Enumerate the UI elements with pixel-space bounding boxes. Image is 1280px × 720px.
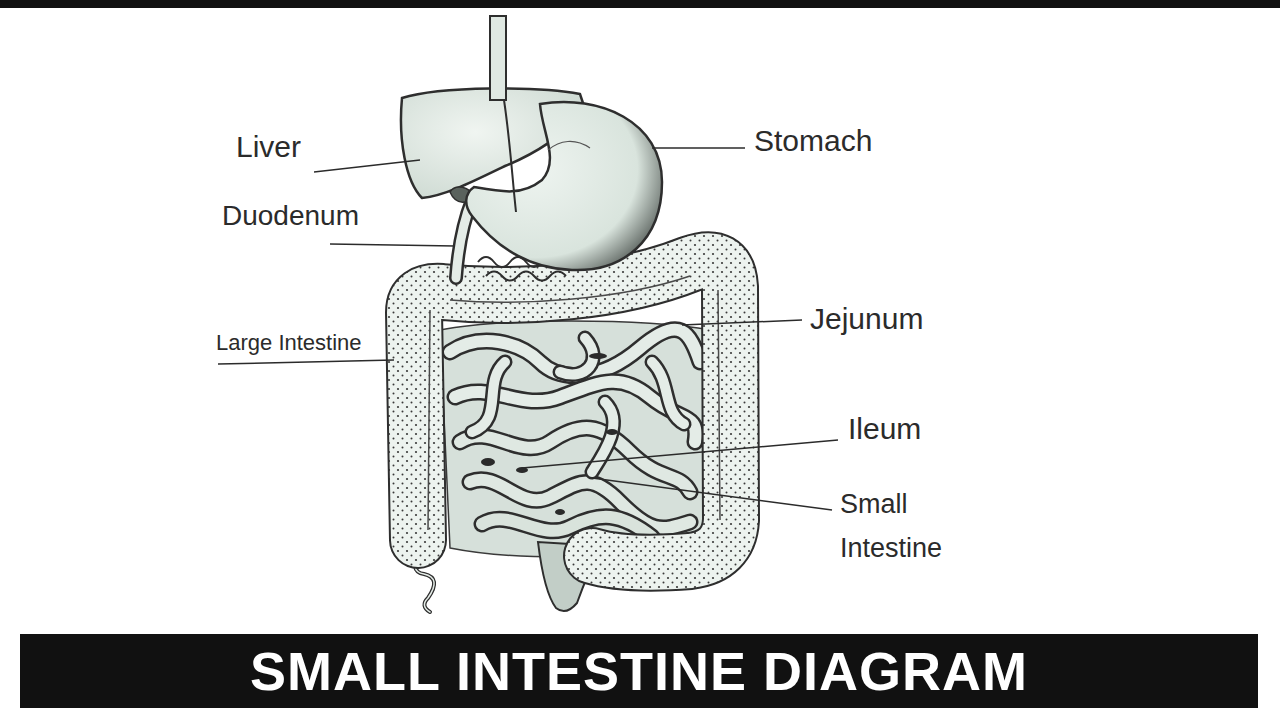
coil-outline xyxy=(652,362,684,424)
part-label: Small Intestine xyxy=(840,482,980,570)
colon-band xyxy=(450,276,690,302)
colon-band xyxy=(428,310,430,530)
leader-line xyxy=(314,160,420,172)
coil-fill xyxy=(472,362,505,432)
banner-title: SMALL INTESTINE DIAGRAM xyxy=(250,640,1028,702)
cavity xyxy=(555,509,565,515)
cavity xyxy=(589,353,607,359)
leader-line xyxy=(652,147,745,149)
colon-outline xyxy=(414,260,731,563)
top-bar xyxy=(0,0,1280,8)
leader-line xyxy=(218,360,394,364)
leader-line xyxy=(682,320,802,325)
coil-cavities xyxy=(481,353,618,515)
leader-line xyxy=(522,440,838,468)
liver-lobe-line xyxy=(504,100,516,212)
intestine-coils xyxy=(450,330,700,537)
coil-fill xyxy=(652,362,684,424)
colon-band xyxy=(718,290,720,520)
leader-line xyxy=(592,478,832,510)
esophagus xyxy=(490,16,506,100)
title-banner xyxy=(20,634,1258,708)
stomach xyxy=(466,102,662,270)
leader-lines xyxy=(218,148,838,510)
colon-bands xyxy=(428,276,720,530)
part-label: Stomach xyxy=(754,124,872,159)
part-label: Duodenum xyxy=(222,200,359,232)
leader-line xyxy=(330,244,455,246)
cavity xyxy=(481,458,495,466)
stomach-fold xyxy=(548,141,590,150)
part-label: Liver xyxy=(236,130,301,165)
colon-body xyxy=(414,260,731,563)
coil-outline xyxy=(472,362,505,432)
cavity xyxy=(606,429,618,435)
coil-outline xyxy=(560,338,593,374)
part-label: Jejunum xyxy=(810,302,923,337)
title-holder: SMALL INTESTINE DIAGRAM xyxy=(20,634,1258,708)
part-label: Large Intestine xyxy=(216,330,362,355)
small-intestine-mass xyxy=(440,321,712,557)
coil-fill xyxy=(560,338,593,374)
part-label: Ileum xyxy=(848,412,921,447)
pancreas-folds xyxy=(486,272,566,281)
